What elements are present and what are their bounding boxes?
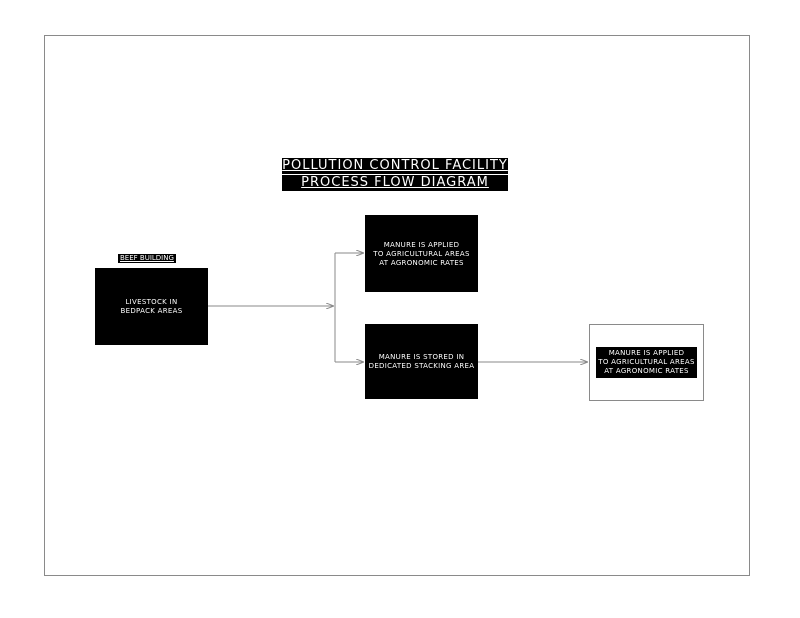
node-stored-line-2: DEDICATED STACKING AREA [368, 361, 475, 370]
node-manure-applied-right: MANURE IS APPLIED TO AGRICULTURAL AREAS … [589, 324, 704, 401]
node-applied-right-line-2: TO AGRICULTURAL AREAS [598, 358, 695, 366]
node-applied-top-line-3: AT AGRONOMIC RATES [379, 259, 464, 267]
drawing-sheet-border [44, 35, 750, 576]
node-applied-top-line-1: MANURE IS APPLIED [383, 241, 460, 249]
diagram-title-line-1: POLLUTION CONTROL FACILITY [282, 158, 508, 174]
node-stored-line-1: MANURE IS STORED IN [378, 352, 465, 361]
node-livestock-bedpack: LIVESTOCK IN BEDPACK AREAS [95, 268, 208, 345]
diagram-title-line-2: PROCESS FLOW DIAGRAM [282, 175, 508, 191]
node-livestock-line-2: BEDPACK AREAS [120, 306, 183, 315]
node-applied-top-line-2: TO AGRICULTURAL AREAS [373, 250, 470, 258]
beef-building-label: BEEF BUILDING [118, 254, 176, 263]
node-applied-right-line-3: AT AGRONOMIC RATES [604, 367, 689, 375]
node-applied-right-text: MANURE IS APPLIED TO AGRICULTURAL AREAS … [596, 347, 697, 378]
node-applied-right-line-1: MANURE IS APPLIED [608, 349, 685, 357]
node-manure-stored: MANURE IS STORED IN DEDICATED STACKING A… [365, 324, 478, 399]
node-livestock-line-1: LIVESTOCK IN [125, 297, 178, 306]
node-manure-applied-top: MANURE IS APPLIED TO AGRICULTURAL AREAS … [365, 215, 478, 292]
